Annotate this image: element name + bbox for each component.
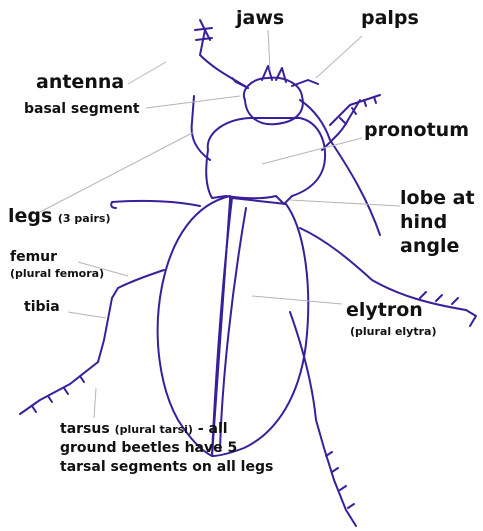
palps: [232, 78, 318, 88]
leader-pronotum: [262, 138, 362, 164]
label-tarsus-line-1: tarsus (plural tarsi) - all: [60, 422, 228, 437]
label-pronotum: pronotum: [364, 120, 469, 141]
label-palps: palps: [361, 8, 419, 29]
label-legs-note: (3 pairs): [58, 212, 111, 225]
hind-right-tarsus-ticks: [326, 452, 354, 508]
label-tibia: tibia: [24, 300, 60, 315]
leader-lobe: [290, 200, 400, 206]
hind-left-tarsus: [20, 362, 98, 414]
hind-right-leg: [290, 312, 356, 526]
front-right-leg: [322, 100, 360, 150]
label-legs: legs: [8, 205, 52, 227]
leader-palps: [316, 36, 362, 78]
leader-tibia: [68, 312, 106, 318]
label-basal-segment: basal segment: [24, 102, 140, 117]
label-legs-group: legs (3 pairs): [8, 206, 110, 227]
label-tarsus: tarsus: [60, 421, 110, 437]
label-lobe-line-2: hind: [400, 212, 447, 233]
label-elytron-note: (plural elytra): [350, 326, 437, 338]
elytron-stripe: [220, 208, 246, 450]
leader-legs: [40, 132, 194, 212]
middle-right-tarsus: [420, 292, 476, 326]
label-femur-note: (plural femora): [10, 268, 104, 280]
leader-antenna: [128, 62, 166, 84]
middle-left-leg: [111, 201, 200, 208]
leader-tarsus: [94, 388, 96, 418]
leader-elytron: [252, 296, 342, 304]
pronotum: [206, 118, 325, 204]
leader-jaws: [268, 30, 270, 70]
label-femur: femur: [10, 250, 57, 265]
label-tarsus-line-2: ground beetles have 5: [60, 441, 237, 456]
label-tarsus-rest: - all: [198, 421, 228, 437]
label-tarsus-note: (plural tarsi): [115, 423, 193, 436]
label-lobe-line-1: lobe at: [400, 188, 475, 209]
label-lobe-line-3: angle: [400, 236, 459, 257]
label-tarsus-line-3: tarsal segments on all legs: [60, 460, 273, 475]
label-jaws: jaws: [236, 8, 284, 29]
hind-left-tibia: [98, 298, 112, 362]
label-elytron: elytron: [346, 300, 423, 321]
label-antenna: antenna: [36, 72, 124, 93]
